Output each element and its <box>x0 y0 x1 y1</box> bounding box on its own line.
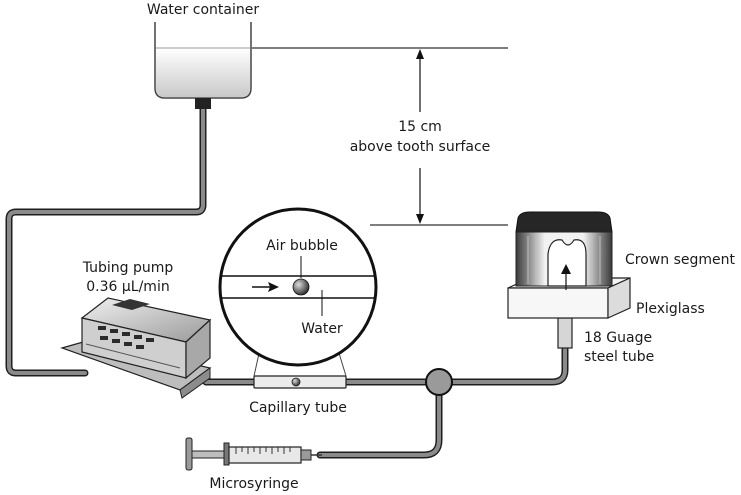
steel-tube-body <box>557 317 573 349</box>
plexiglass-side <box>607 277 631 319</box>
capillary-bubble <box>291 377 301 387</box>
magnified-view <box>218 207 378 377</box>
pump-buttons <box>98 326 154 349</box>
plexiglass-label: Plexiglass <box>636 301 705 317</box>
tube-junction <box>425 368 453 396</box>
crown-segment-label: Crown segment <box>625 252 735 268</box>
plexiglass-front <box>507 287 609 319</box>
pulp-chamber <box>547 239 587 287</box>
water-container-label: Water container <box>147 2 259 18</box>
crown-segment <box>515 211 613 290</box>
steel-tube-label: steel tube <box>584 349 654 365</box>
crown-enamel-cap <box>515 211 613 233</box>
water-label: Water <box>301 321 343 337</box>
tubing-pump <box>60 297 212 399</box>
arrow-down-head <box>416 214 424 224</box>
height-label-desc: above tooth surface <box>350 139 491 155</box>
syringe-flange <box>223 442 230 466</box>
container-water <box>156 48 250 97</box>
water-container <box>154 22 252 109</box>
supply-tube <box>7 106 205 375</box>
capillary-tube-label: Capillary tube <box>249 400 347 416</box>
flow-arrow-head <box>268 282 279 292</box>
microsyringe <box>185 437 322 471</box>
steel-tube-gauge-label: 18 Guage <box>584 330 652 346</box>
height-indicator <box>252 47 508 226</box>
arrow-up-head <box>416 49 424 59</box>
magnified-bubble <box>292 278 310 296</box>
pulp-arrow-head <box>561 264 571 274</box>
height-label-value: 15 cm <box>398 119 442 135</box>
pump-rate-label: 0.36 μL/min <box>86 279 169 295</box>
pump-display <box>112 299 150 310</box>
microsyringe-label: Microsyringe <box>209 476 298 492</box>
container-outlet <box>195 98 211 109</box>
pump-side <box>185 318 211 380</box>
crown-dentin-striations <box>527 236 601 284</box>
syringe-hub <box>300 449 312 461</box>
pump-label: Tubing pump <box>82 260 174 276</box>
syringe-plunger-cap <box>185 437 193 471</box>
syringe-plunger-rod <box>191 450 227 459</box>
syringe-tube <box>318 393 441 457</box>
air-bubble-label: Air bubble <box>266 238 338 254</box>
syringe-graduations <box>235 447 291 454</box>
capillary-tube <box>253 375 347 389</box>
